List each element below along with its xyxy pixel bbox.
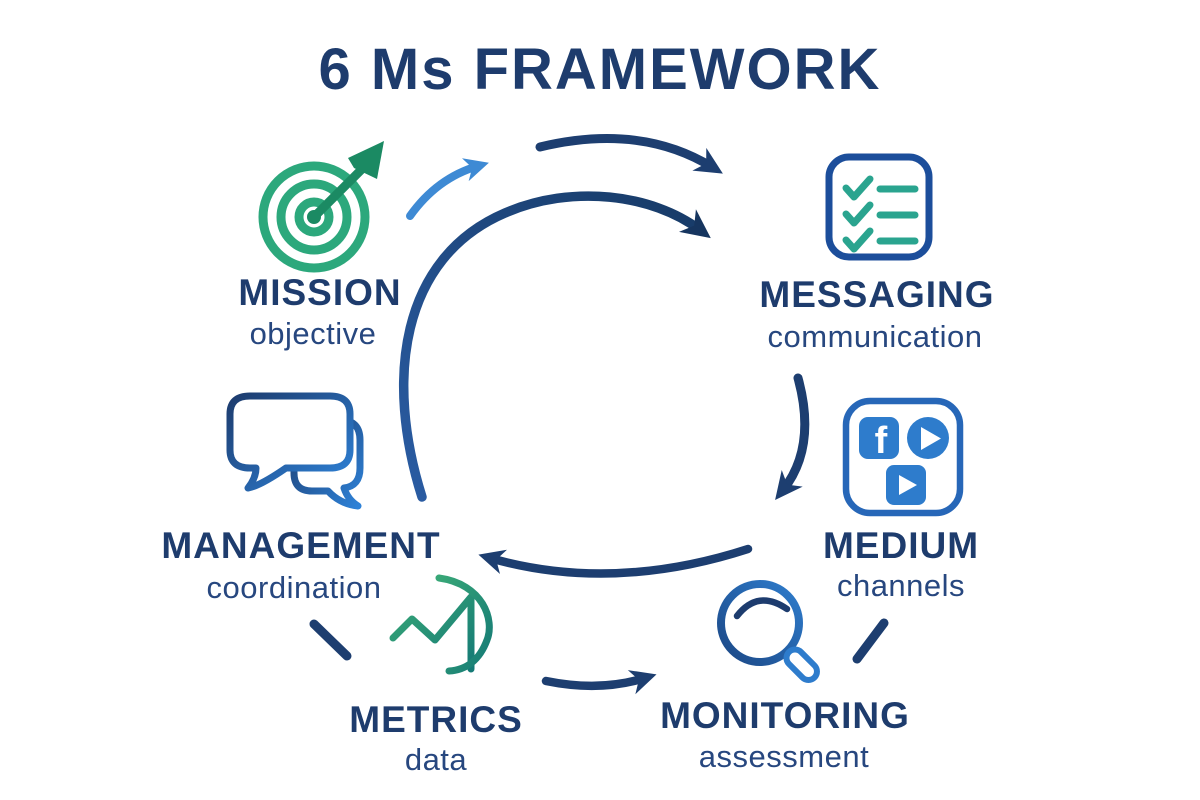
mission-sublabel: objective [249,316,377,351]
metrics-label: METRICS [349,699,523,740]
mission-label: MISSION [238,272,402,313]
monitoring-label: MONITORING [660,695,910,736]
management-label: MANAGEMENT [161,525,441,566]
medium-label: MEDIUM [822,525,980,566]
speech-bubbles-icon [226,392,364,510]
metrics-sublabel: data [404,742,468,777]
magnifier-icon [717,580,820,683]
growth-chart-icon [385,574,493,675]
target-dart-icon [258,141,384,273]
management-sublabel: coordination [206,570,382,605]
social-media-icon: f [842,397,964,517]
cycle-arc-main [398,191,711,502]
messaging-label: MESSAGING [759,274,995,315]
monitoring-sublabel: assessment [698,739,870,774]
arrow-monitoring-to-management [478,544,753,578]
tick-management-metrics [309,619,352,661]
messaging-sublabel: communication [767,319,983,354]
arrow-mission-start [406,158,489,220]
checklist-icon [825,153,933,261]
tick-medium-monitoring [852,618,889,664]
medium-sublabel: channels [836,568,966,603]
arrow-metrics-to-monitoring [541,670,657,695]
arrow-messaging-to-medium [775,373,810,501]
arrow-mission-to-messaging [535,134,723,174]
page-title: 6 Ms FRAMEWORK [318,37,882,102]
svg-text:f: f [875,420,888,462]
